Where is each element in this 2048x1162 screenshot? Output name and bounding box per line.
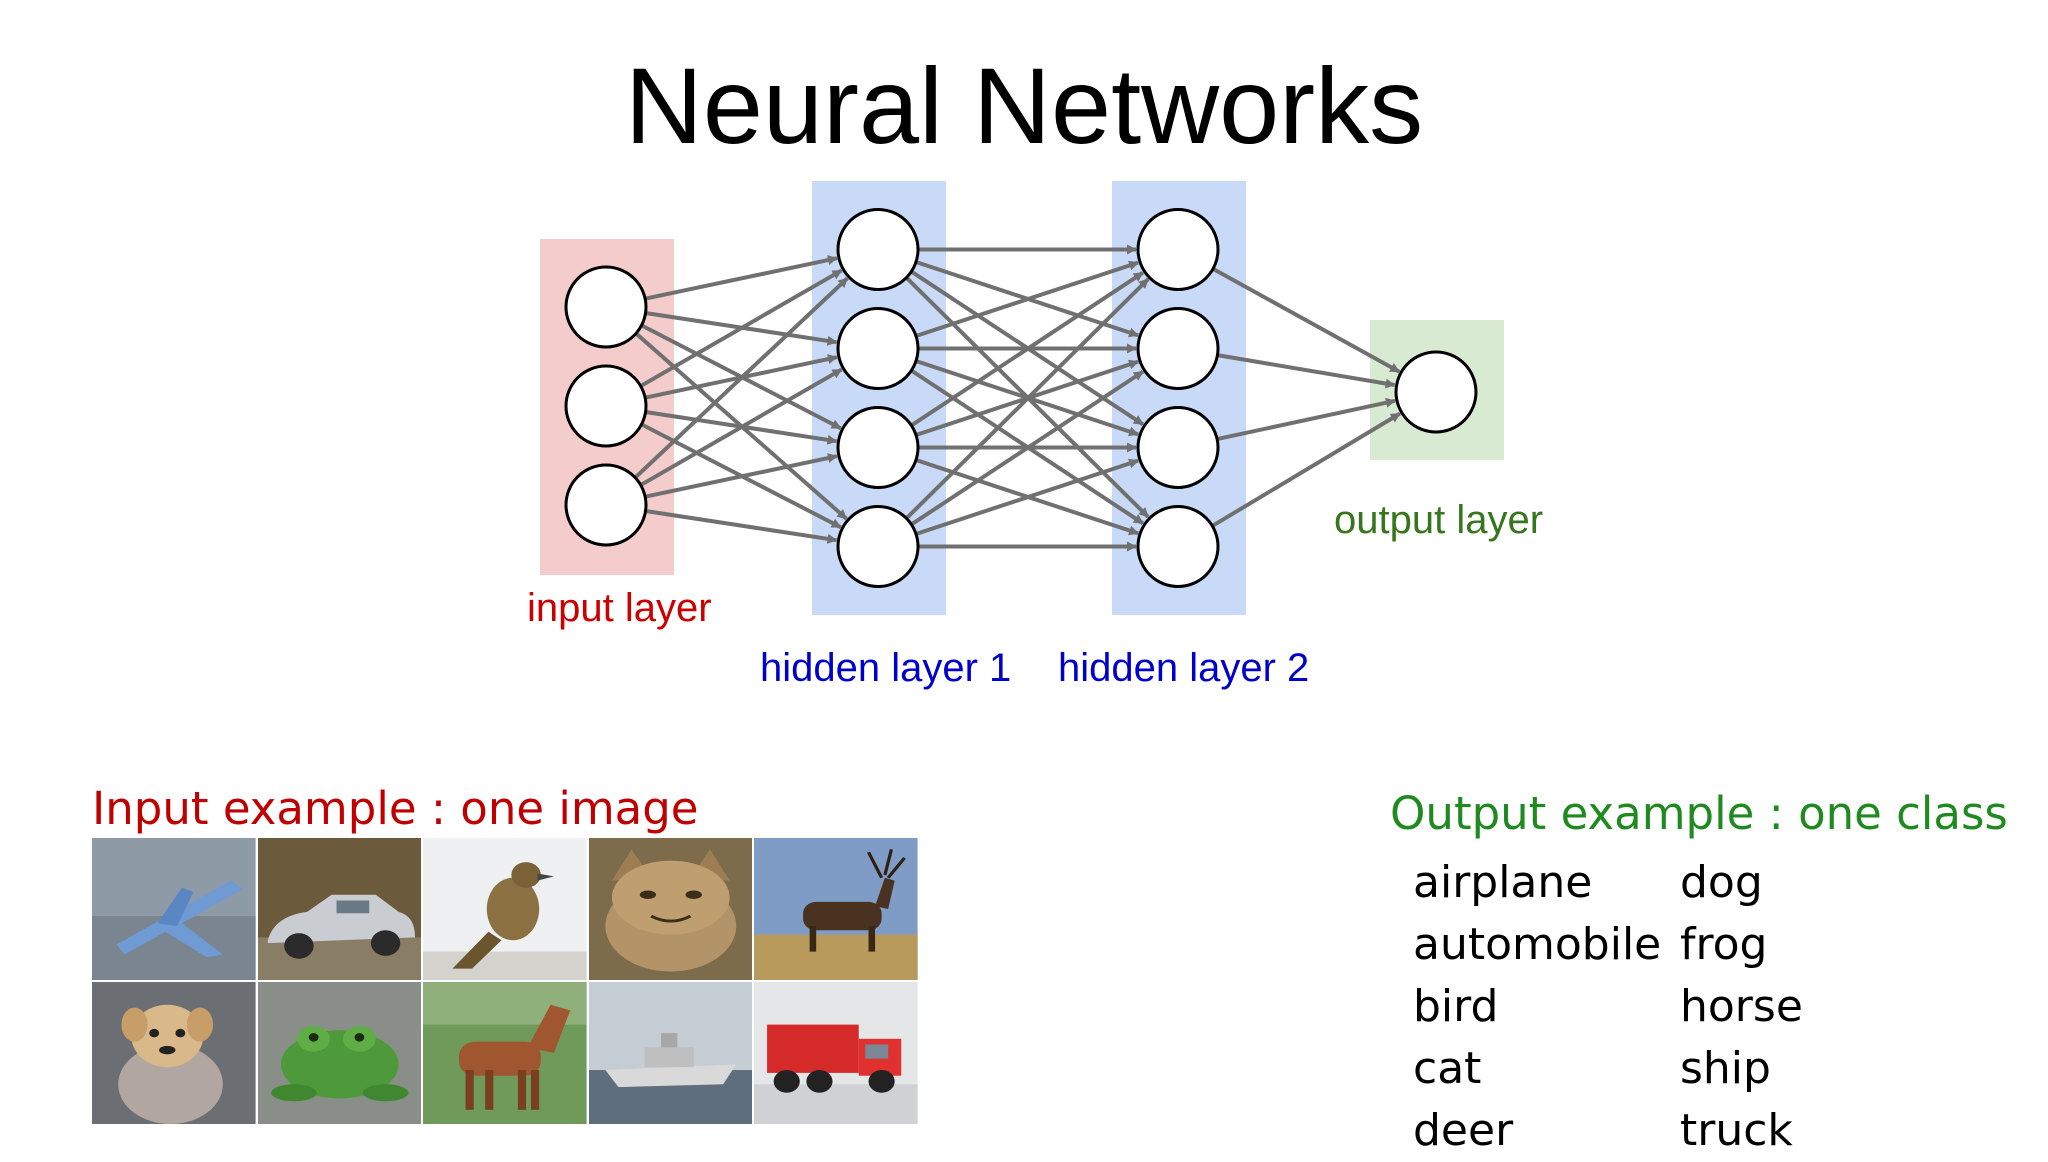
input-image-grid: [92, 838, 918, 1124]
neuron-layer2-3: [1136, 505, 1220, 588]
class-item: airplane: [1413, 857, 1593, 908]
connection-edge-l0-2-1: [639, 367, 843, 487]
neuron-layer1-1: [836, 307, 920, 390]
hidden-layer-1-label: hidden layer 1: [760, 646, 1011, 690]
connection-edge-l0-2-3: [645, 509, 838, 544]
output-example-caption: Output example : one class: [1390, 787, 2008, 840]
cat-image: [588, 838, 753, 980]
class-list-column-2: dog frog horse ship truck: [1680, 852, 1803, 1162]
deer-image: [754, 838, 918, 980]
hidden-layer-2-label: hidden layer 2: [1058, 646, 1309, 690]
truck-image: [754, 982, 918, 1124]
neuron-layer0-1: [564, 364, 648, 448]
frog-image: [257, 982, 422, 1124]
connection-edge-l0-1-0: [639, 268, 843, 388]
horse-image: [423, 982, 587, 1124]
class-item: cat: [1413, 1043, 1482, 1094]
connection-edge-l1-1-0: [915, 260, 1140, 338]
connection-edge-l1-3-2: [915, 458, 1140, 536]
automobile-image: [257, 838, 422, 980]
class-item: automobile: [1413, 919, 1662, 970]
dog-image: [92, 982, 256, 1124]
ship-image: [588, 982, 753, 1124]
connection-edge-l1-3-0: [905, 277, 1150, 520]
class-item: bird: [1413, 981, 1499, 1032]
neuron-layer1-0: [836, 208, 920, 291]
neuron-layer2-2: [1136, 406, 1220, 489]
connection-edge-l2-1-0: [1217, 353, 1396, 389]
class-item: truck: [1680, 1105, 1793, 1156]
neuron-layer1-2: [836, 406, 920, 489]
neuron-layer0-2: [564, 463, 648, 547]
class-item: dog: [1680, 857, 1763, 908]
class-item: horse: [1680, 981, 1803, 1032]
neuron-layer0-0: [564, 265, 648, 349]
connection-edge-l1-3-1: [910, 369, 1145, 527]
connection-edge-l2-2-0: [1216, 397, 1396, 442]
connection-edge-l2-3-0: [1211, 411, 1401, 528]
connection-edge-l2-0-0: [1212, 267, 1401, 374]
connection-edge-l0-2-0: [633, 276, 849, 480]
neuron-layer3-0: [1394, 350, 1478, 434]
input-example-caption: Input example : one image: [92, 782, 699, 835]
connection-edge-l0-0-0: [644, 255, 838, 301]
page-title: Neural Networks: [624, 45, 1424, 166]
connection-edge-l1-2-0: [910, 270, 1145, 428]
bird-image: [423, 838, 587, 980]
connection-edge-l0-2-2: [644, 453, 838, 499]
class-item: ship: [1680, 1043, 1771, 1094]
neural-network-diagram: input layer hidden layer 1 hidden layer …: [527, 181, 1543, 690]
input-layer-label: input layer: [527, 586, 712, 630]
neuron-layer2-1: [1136, 307, 1220, 390]
neuron-layer2-0: [1136, 208, 1220, 291]
class-item: deer: [1413, 1105, 1514, 1156]
neuron-layer1-3: [836, 505, 920, 588]
output-layer-label: output layer: [1334, 498, 1543, 542]
class-item: frog: [1680, 919, 1768, 970]
class-list-column-1: airplane automobile bird cat deer: [1413, 852, 1661, 1162]
airplane-image: [92, 838, 256, 980]
